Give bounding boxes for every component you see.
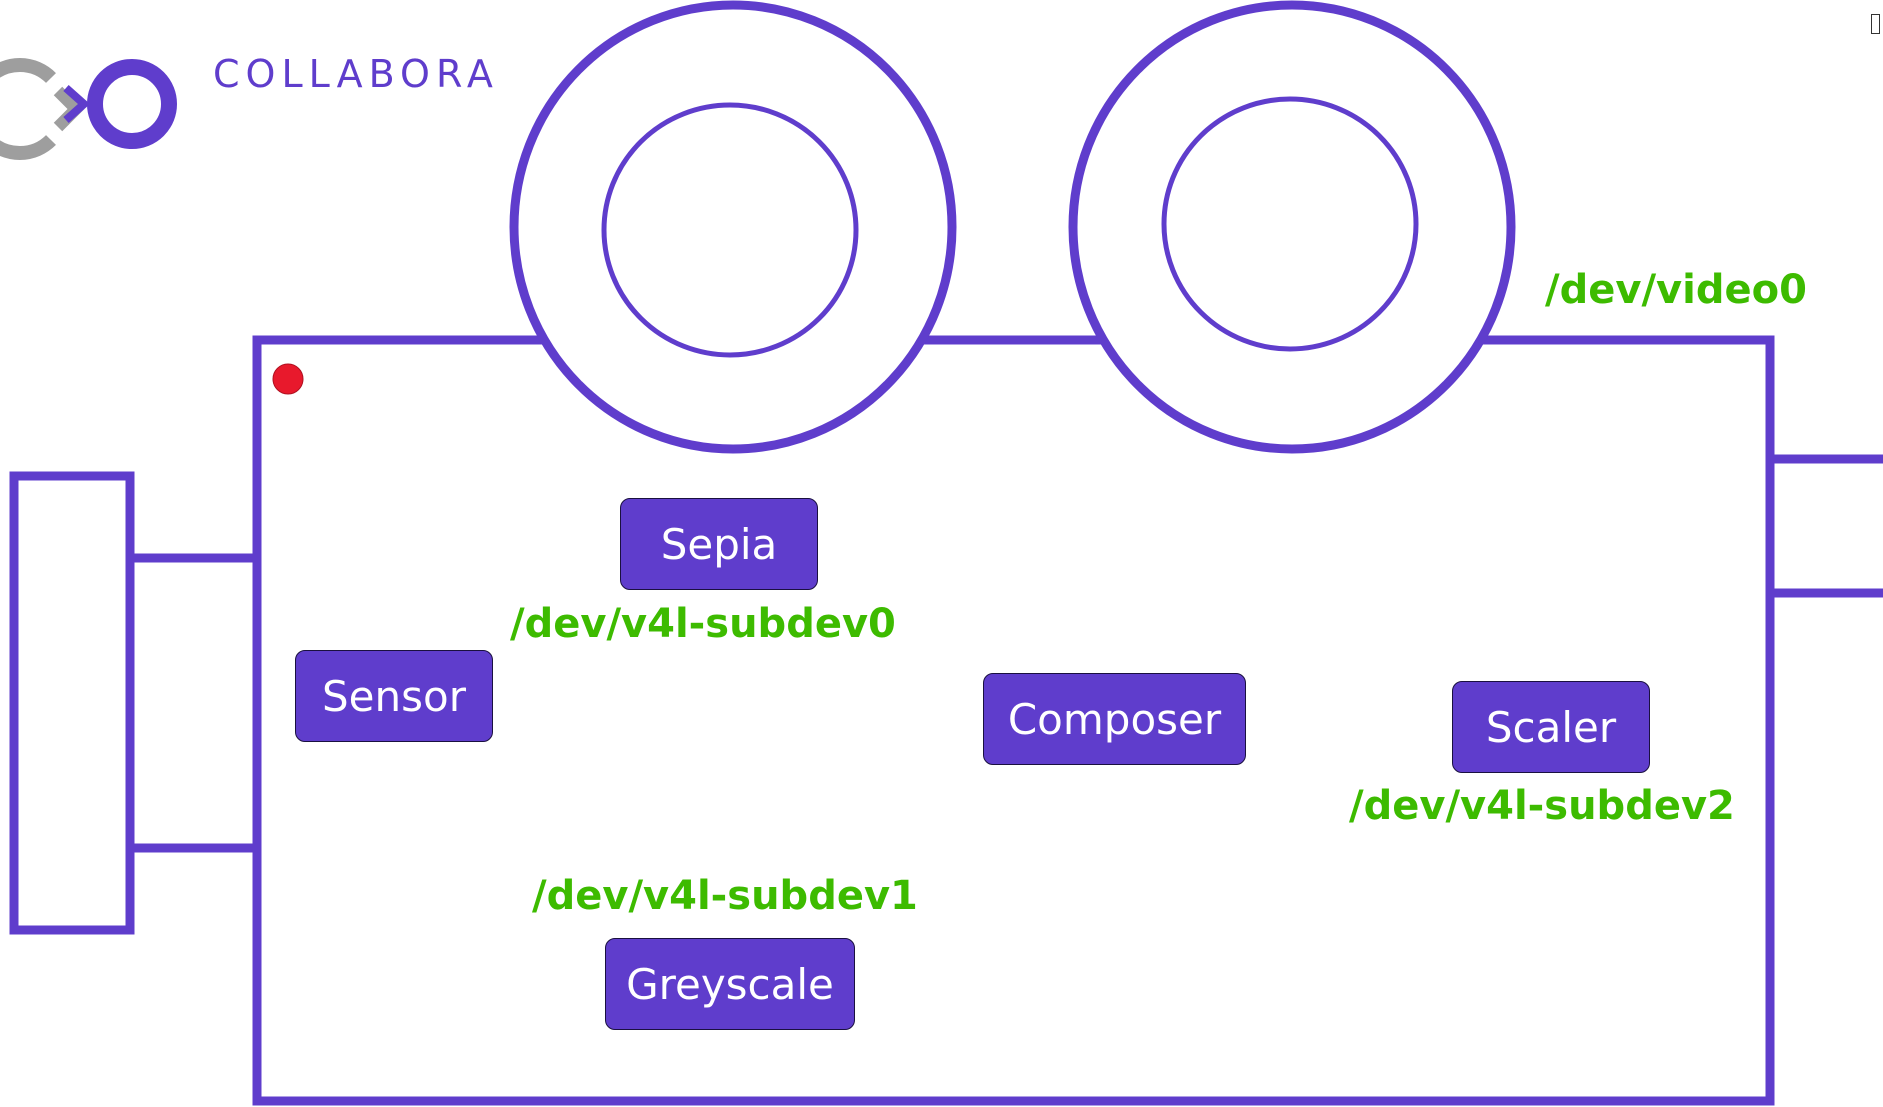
node-composer: Composer (983, 673, 1246, 765)
viewfinder (1765, 454, 1883, 598)
device-label-video0: /dev/video0 (1545, 267, 1807, 313)
device-label-subdev0: /dev/v4l-subdev0 (510, 601, 896, 647)
record-dot (272, 363, 304, 395)
logo-text: COLLABORA (213, 52, 499, 96)
device-label-subdev2: /dev/v4l-subdev2 (1349, 783, 1735, 829)
collabora-logo-icon (0, 58, 177, 160)
node-greyscale: Greyscale (605, 938, 855, 1030)
film-reel-left-hub (601, 102, 859, 358)
lens-front (9, 471, 135, 935)
node-sepia: Sepia (620, 498, 818, 590)
device-label-subdev1: /dev/v4l-subdev1 (532, 873, 918, 919)
node-sensor: Sensor (295, 650, 493, 742)
lens-mount (125, 553, 262, 853)
film-reel-right-hub (1161, 96, 1419, 352)
node-scaler: Scaler (1452, 681, 1650, 773)
corner-mark (1871, 14, 1880, 34)
